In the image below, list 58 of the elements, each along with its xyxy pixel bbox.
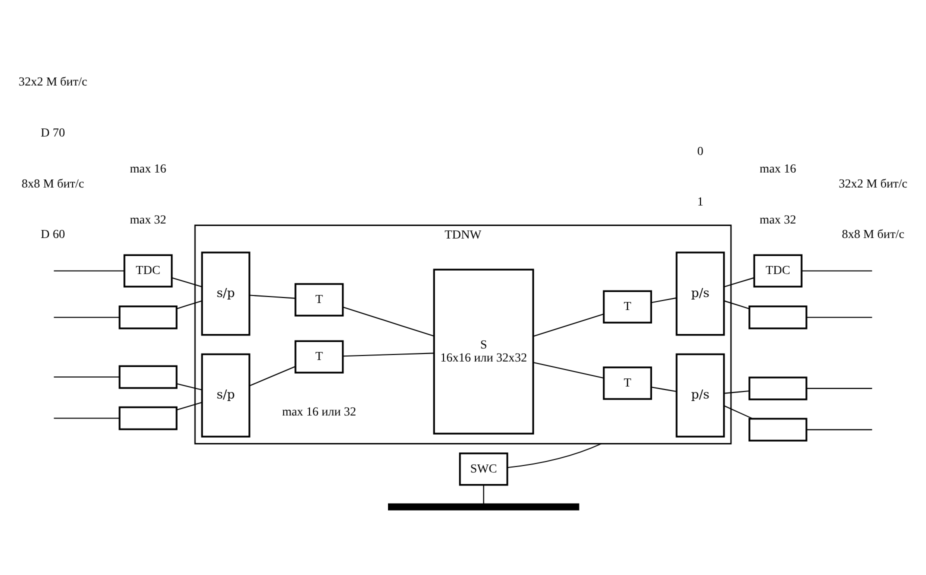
connector xyxy=(507,442,602,468)
node-box xyxy=(118,364,178,388)
label: max 16 xyxy=(130,160,166,175)
connector xyxy=(176,401,202,410)
node-box: s/p xyxy=(201,352,250,438)
connector xyxy=(172,276,202,287)
node-box xyxy=(748,417,808,441)
node-box xyxy=(748,305,808,329)
node-box xyxy=(118,305,178,329)
connector xyxy=(651,386,677,392)
label: max 32 xyxy=(760,212,796,226)
connector xyxy=(54,417,120,418)
label: D 60 xyxy=(40,226,66,241)
connector xyxy=(533,313,604,336)
label: D 70 xyxy=(40,124,66,139)
label: max 32 xyxy=(130,212,166,226)
label: 1 xyxy=(697,194,704,208)
connector xyxy=(54,316,120,318)
connector xyxy=(724,390,750,394)
connector xyxy=(176,300,202,309)
node-box: S 16x16 или 32x32 xyxy=(433,268,534,434)
node-box: SWC xyxy=(459,452,508,486)
connector xyxy=(249,294,296,298)
node-box xyxy=(118,406,178,430)
label: max 16 xyxy=(760,160,796,175)
node-box: T xyxy=(602,366,652,400)
node-box: T xyxy=(294,282,344,316)
connector xyxy=(342,352,434,356)
connector xyxy=(724,276,754,287)
label: max 16 или 32 xyxy=(282,404,356,418)
connector xyxy=(806,316,872,318)
node-box: TDC xyxy=(124,254,173,288)
label: 32x2 M бит/с xyxy=(18,74,88,88)
connector xyxy=(806,387,872,388)
node-box: s/p xyxy=(201,251,250,336)
node-box: TDC xyxy=(753,254,802,288)
label: 8x8 M бит/с xyxy=(22,176,84,190)
node-box: T xyxy=(602,290,652,324)
connector xyxy=(483,484,484,504)
node-box: p/s xyxy=(676,352,725,438)
connector xyxy=(533,361,604,378)
node-box: p/s xyxy=(676,251,725,336)
node-box: T xyxy=(294,340,344,374)
connector xyxy=(651,296,677,303)
label: 8x8 M бит/с xyxy=(842,226,904,241)
connector xyxy=(806,428,872,430)
connector xyxy=(724,300,750,309)
node-bar xyxy=(388,502,580,510)
label: 32x2 M бит/с xyxy=(838,176,908,190)
connector xyxy=(54,270,124,271)
connector xyxy=(54,376,120,378)
connector xyxy=(176,382,202,390)
connector xyxy=(802,270,872,271)
node-box xyxy=(748,376,808,400)
label: 0 xyxy=(697,143,704,158)
connector xyxy=(249,366,296,386)
connector xyxy=(342,306,434,336)
connector xyxy=(724,404,753,419)
